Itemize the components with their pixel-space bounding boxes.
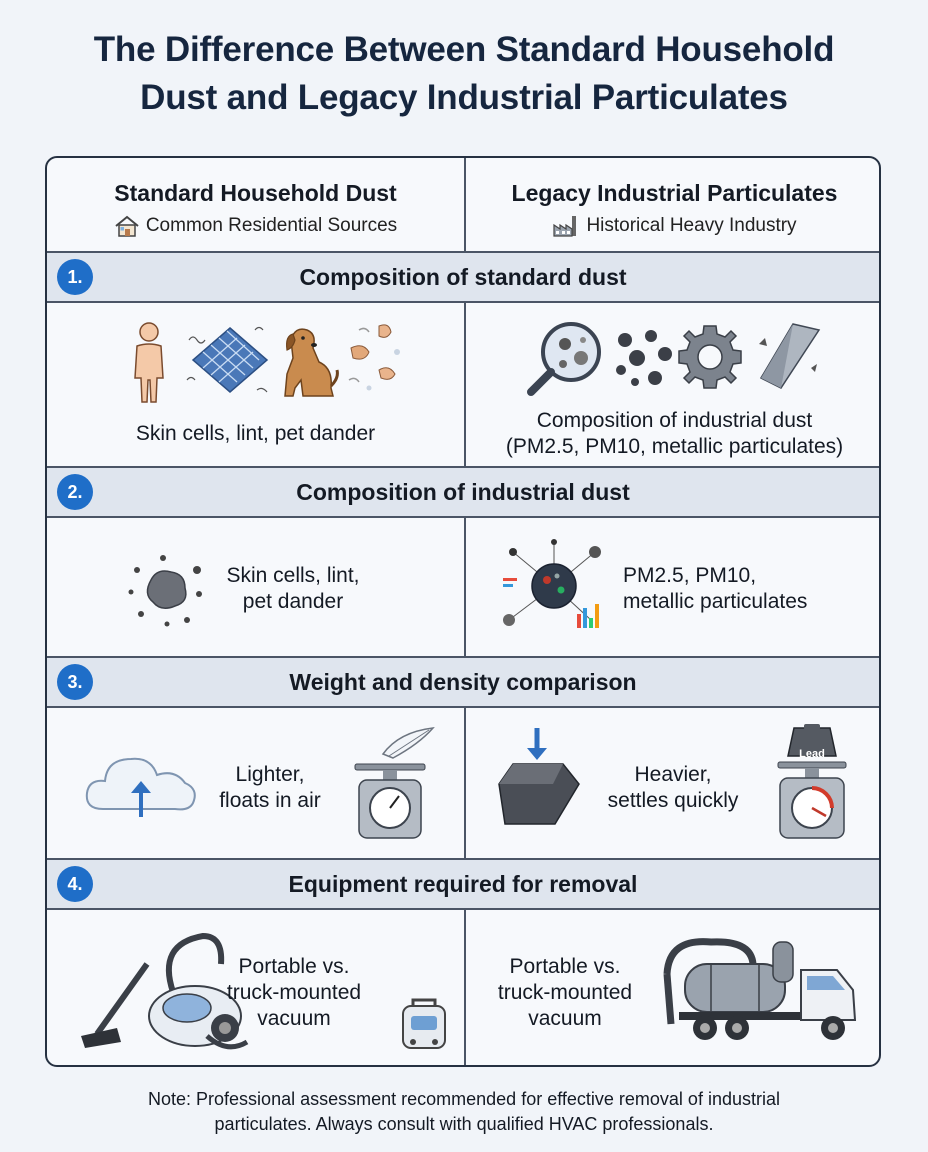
comparison-table: Standard Household Dust Common Residenti…: [45, 156, 881, 1067]
section-3-left-text: Lighter, floats in air: [205, 762, 335, 814]
section-2-left-text-line-1: Skin cells, lint,: [226, 564, 360, 587]
section-4-right-text-line-2: truck-mounted: [497, 981, 633, 1004]
left-column-heading: Standard Household Dust: [114, 180, 397, 206]
section-4-left-text-line-1: Portable vs.: [238, 955, 350, 978]
section-4-badge: 4.: [57, 866, 93, 902]
section-4-title: Equipment required for removal: [288, 871, 638, 897]
canister-vacuum-icon: [81, 932, 249, 1050]
factory-icon: [552, 214, 580, 238]
footnote-line-1: Note: Professional assessment recommende…: [148, 1089, 780, 1109]
section-4-right-text: Portable vs. truck-mounted vacuum: [475, 954, 655, 1032]
section-4-left-text-line-2: truck-mounted: [226, 981, 362, 1004]
section-2-title: Composition of industrial dust: [296, 479, 630, 505]
lint-fabric-icon: [186, 326, 269, 393]
footnote: Note: Professional assessment recommende…: [0, 1087, 928, 1137]
title-line-1: The Difference Between Standard Househol…: [93, 30, 835, 69]
section-3-bar: [47, 657, 879, 707]
particle-cluster-icon: [616, 330, 672, 386]
cloud-icon: [85, 757, 196, 817]
section-1-right-text-line-1: Composition of industrial dust: [536, 409, 813, 432]
section-4-right-text-line-1: Portable vs.: [509, 955, 621, 978]
magnifier-icon: [527, 322, 601, 396]
section-3-left-text-line-1: Lighter,: [235, 763, 305, 786]
scale-with-lead-weight-icon: [777, 724, 847, 839]
heavy-block-icon: [498, 728, 580, 825]
section-1-right-text-line-2: (PM2.5, PM10, metallic particulates): [505, 435, 844, 458]
person-icon: [134, 322, 164, 403]
section-2-bar: [47, 467, 879, 517]
section-2-right-text-line-1: PM2.5, PM10,: [623, 564, 757, 587]
section-4-bar: [47, 859, 879, 909]
portable-unit-icon: [402, 998, 446, 1049]
pet-dander-icon: [348, 324, 400, 391]
section-4-right-text-line-3: vacuum: [528, 1007, 602, 1030]
metal-shard-icon: [759, 323, 821, 389]
section-2-right-text: PM2.5, PM10, metallic particulates: [623, 563, 853, 615]
lead-weight-label: Lead: [799, 748, 825, 760]
section-2-left-text-line-2: pet dander: [242, 590, 344, 613]
section-3-right-text-line-2: settles quickly: [607, 789, 739, 812]
section-3-left-text-line-2: floats in air: [219, 789, 321, 812]
scale-with-feather-icon: [354, 727, 435, 839]
section-1-right-text: Composition of industrial dust (PM2.5, P…: [466, 408, 879, 460]
left-column-header: Standard Household Dust Common Residenti…: [47, 178, 464, 238]
dust-particle-icon: [128, 555, 202, 627]
section-2-badge: 2.: [57, 474, 93, 510]
dog-icon: [284, 328, 339, 397]
section-3-right-text: Heavier, settles quickly: [593, 762, 753, 814]
right-column-subheading: Historical Heavy Industry: [586, 215, 797, 236]
section-3-right-text-line-1: Heavier,: [634, 763, 712, 786]
section-4-left-text: Portable vs. truck-mounted vacuum: [219, 954, 369, 1032]
section-4-left-text-line-3: vacuum: [257, 1007, 331, 1030]
title-line-2: Dust and Legacy Industrial Particulates: [140, 78, 788, 117]
section-3-badge: 3.: [57, 664, 93, 700]
section-1-title: Composition of standard dust: [299, 264, 627, 290]
right-column-heading: Legacy Industrial Particulates: [511, 180, 838, 206]
section-1-left-text: Skin cells, lint, pet dander: [135, 422, 376, 445]
section-1-badge: 1.: [57, 259, 93, 295]
section-2-left-text: Skin cells, lint, pet dander: [223, 563, 363, 615]
house-icon: [114, 214, 140, 238]
gear-icon: [678, 325, 742, 389]
section-1-bar: [47, 252, 879, 302]
page-title: The Difference Between Standard Househol…: [0, 26, 928, 122]
vacuum-truck-icon: [663, 938, 857, 1040]
left-column-subheading: Common Residential Sources: [145, 215, 398, 236]
section-2-right-text-line-2: metallic particulates: [623, 590, 808, 613]
footnote-line-2: particulates. Always consult with qualif…: [214, 1114, 714, 1134]
right-column-header: Legacy Industrial Particulates Historica…: [466, 178, 879, 238]
section-3-title: Weight and density comparison: [289, 669, 637, 695]
pm-particle-analysis-icon: [503, 539, 601, 628]
